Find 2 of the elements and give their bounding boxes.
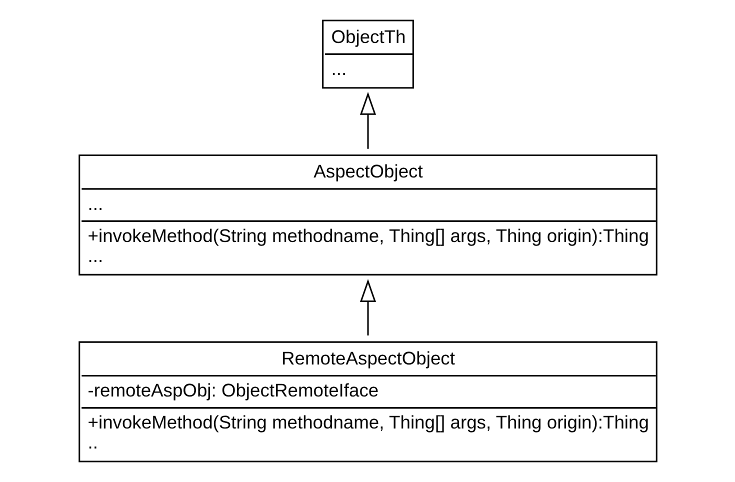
arrow: [359, 92, 376, 149]
arrow: [359, 279, 376, 336]
